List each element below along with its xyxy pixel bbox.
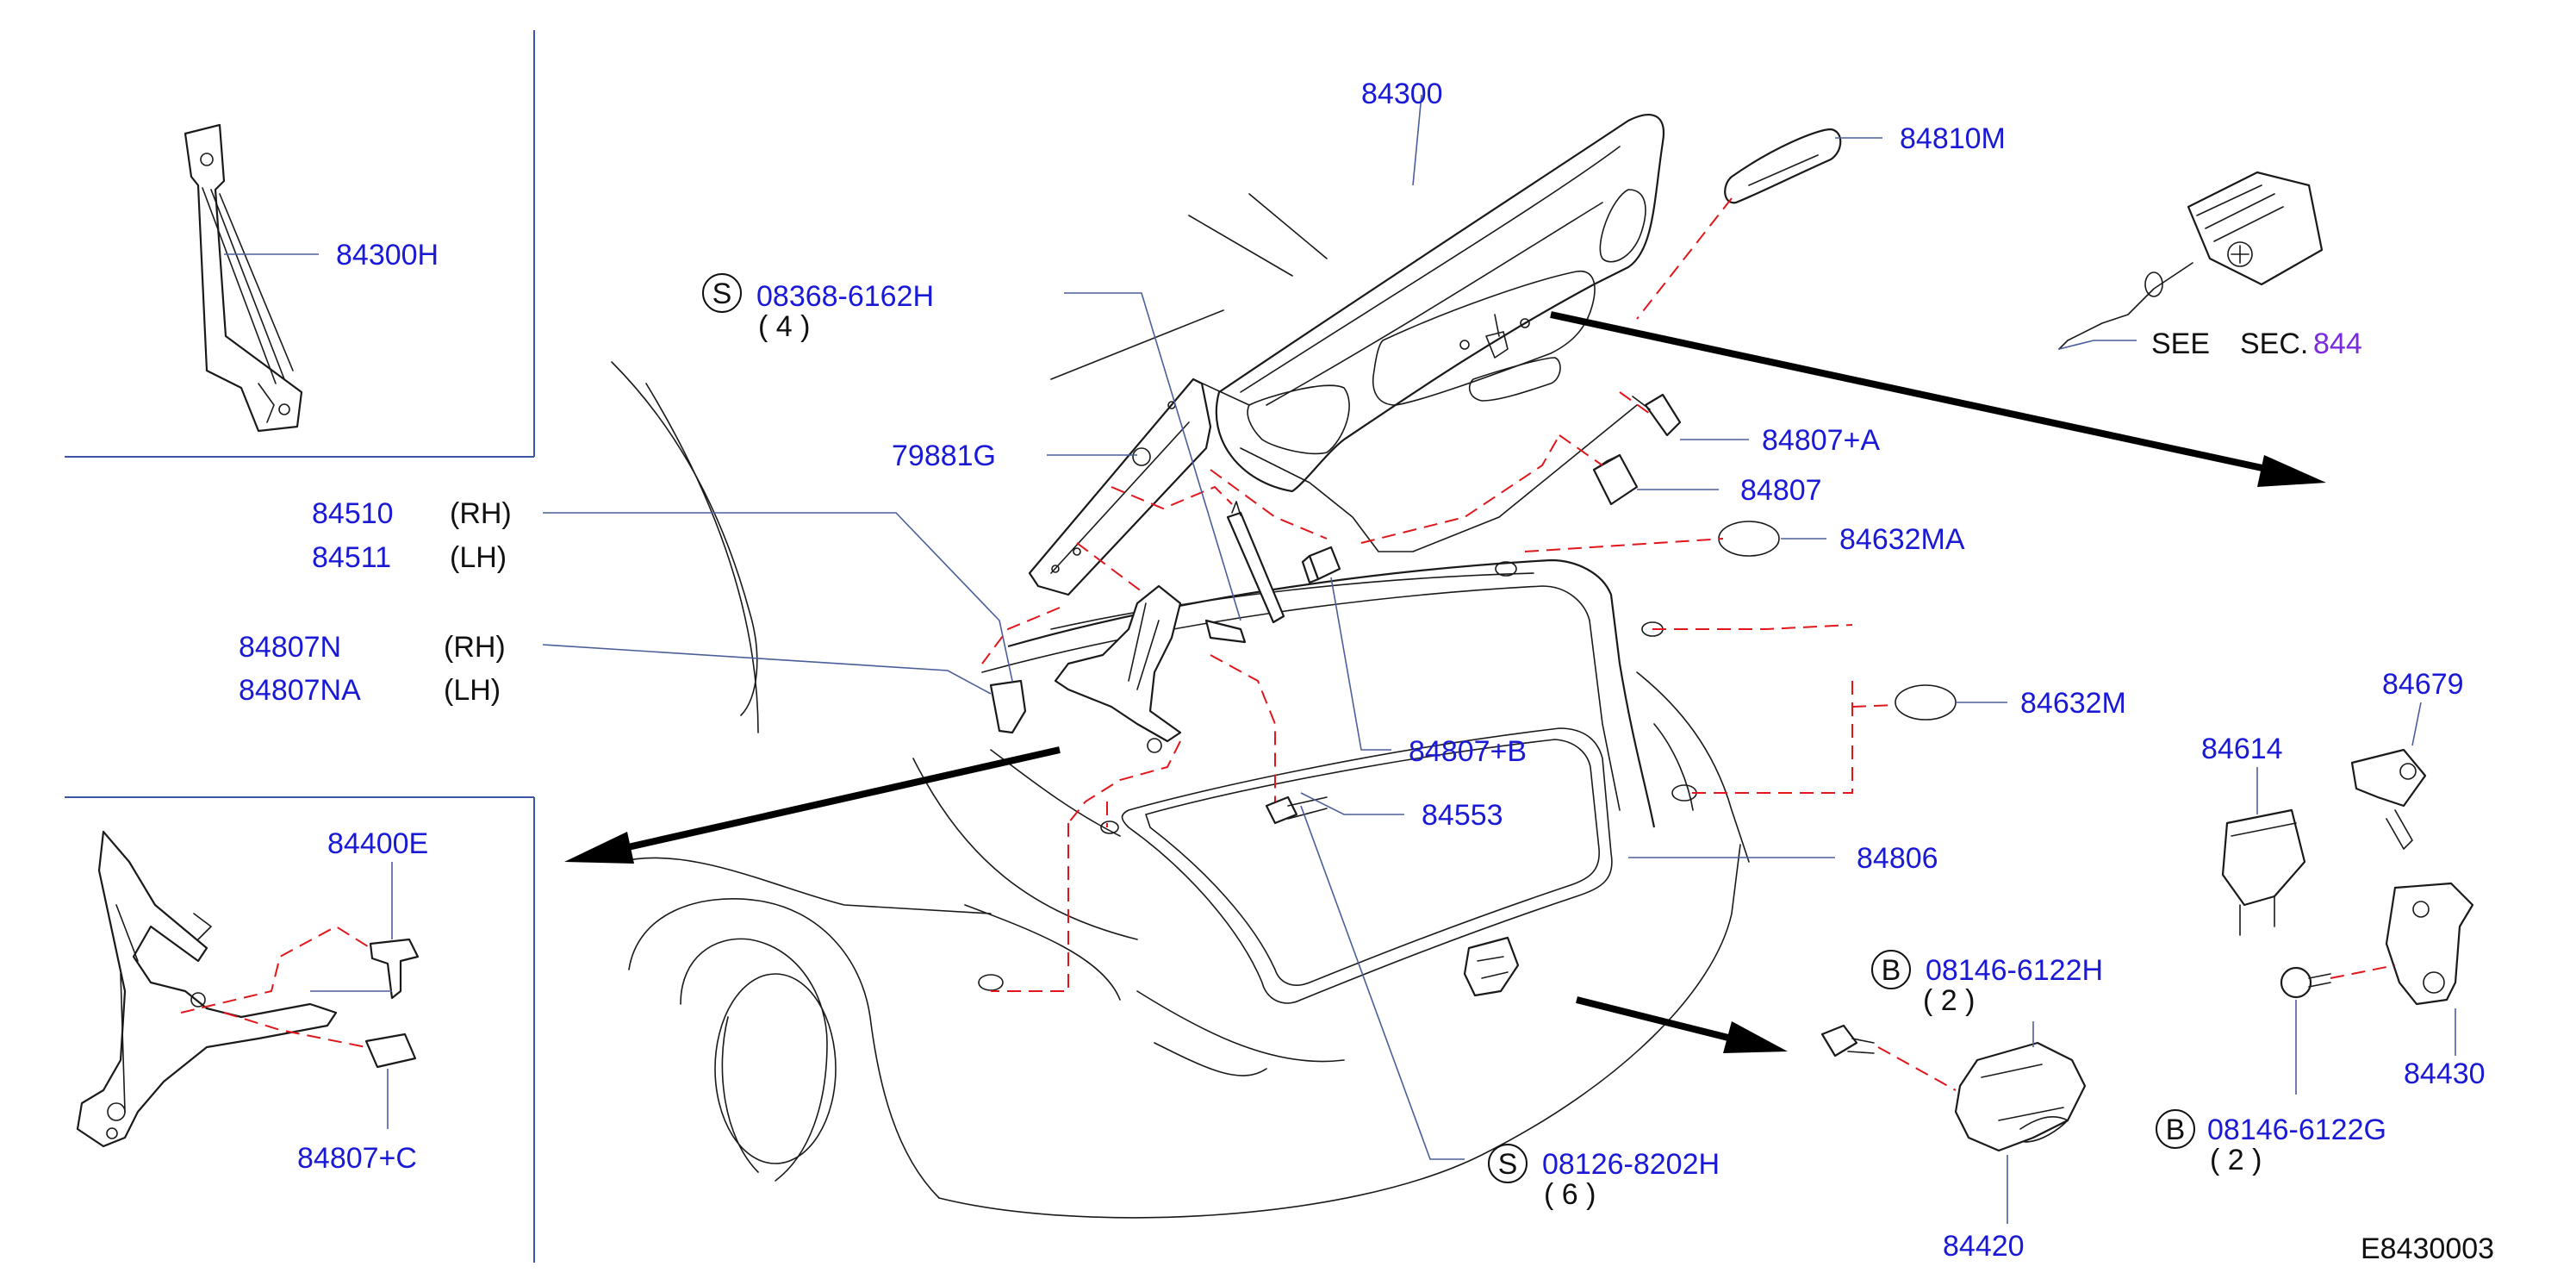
- symbol-b-2: B: [2166, 1114, 2186, 1146]
- label-84511: 84511: [312, 541, 391, 574]
- side-84807N: (RH): [444, 631, 506, 664]
- label-84632M: 84632M: [2020, 687, 2126, 720]
- label-08126-8202H: 08126-8202H: [1542, 1148, 1720, 1181]
- label-84807NA: 84807NA: [239, 674, 361, 707]
- car-body-drawing: [611, 193, 1750, 1219]
- latch-parts-drawing: [1820, 748, 2474, 1152]
- label-84807-A: 84807+A: [1762, 424, 1880, 457]
- label-84430: 84430: [2404, 1058, 2486, 1090]
- inset-frames: [65, 30, 535, 1263]
- label-08146-6122G: 08146-6122G: [2207, 1114, 2386, 1146]
- symbols: S S B B: [702, 273, 2195, 1183]
- label-84806: 84806: [1857, 842, 1938, 875]
- diagram-id: E8430003: [2361, 1232, 2494, 1265]
- hinge-assembly-drawing: [76, 830, 420, 1148]
- label-08146-6122H: 08146-6122H: [1926, 954, 2103, 987]
- label-84807: 84807: [1740, 474, 1822, 507]
- dashed-connectors: [981, 197, 1896, 992]
- label-84810M: 84810M: [1900, 122, 2006, 155]
- label-84614: 84614: [2201, 733, 2283, 765]
- label-84300: 84300: [1361, 78, 1443, 110]
- label-79881G: 79881G: [892, 440, 996, 472]
- label-84300H: 84300H: [336, 239, 439, 271]
- symbol-s-1: S: [712, 278, 732, 310]
- part-labels: 84300 84810M 84300H 08368-6162H ( 4 ) 79…: [239, 78, 2494, 1265]
- qty-08368-6162H: ( 4 ): [758, 310, 810, 343]
- opener-actuator-drawing: [2058, 171, 2324, 350]
- label-84510: 84510: [312, 497, 394, 530]
- label-08368-6162H: 08368-6162H: [756, 280, 934, 313]
- symbol-b-1: B: [1882, 954, 1901, 987]
- leader-lines: [224, 94, 2456, 1224]
- section-arrows: [564, 311, 2326, 1053]
- symbol-s-2: S: [1498, 1148, 1518, 1181]
- section-prefix: SEC.: [2240, 328, 2308, 360]
- trunk-lid-drawing: [1028, 114, 1665, 596]
- qty-08126-8202H: ( 6 ): [1544, 1178, 1596, 1211]
- hinge-main-drawing: [989, 128, 1957, 825]
- label-84632MA: 84632MA: [1839, 523, 1965, 556]
- label-84400E: 84400E: [327, 827, 428, 860]
- qty-08146-6122H: ( 2 ): [1923, 984, 1975, 1017]
- label-84553: 84553: [1422, 799, 1503, 832]
- side-84807NA: (LH): [444, 674, 501, 707]
- side-84510: (RH): [450, 497, 512, 530]
- label-84807-C: 84807+C: [297, 1142, 417, 1175]
- label-84420: 84420: [1943, 1230, 2025, 1263]
- label-84807-B: 84807+B: [1409, 735, 1527, 768]
- label-84679: 84679: [2382, 668, 2464, 701]
- side-84511: (LH): [450, 541, 507, 574]
- qty-08146-6122G: ( 2 ): [2210, 1144, 2262, 1176]
- label-84807N: 84807N: [239, 631, 341, 664]
- section-link-844[interactable]: 844: [2313, 328, 2362, 360]
- hinge-84300H-drawing: [184, 123, 303, 433]
- see-label: SEE: [2151, 328, 2210, 360]
